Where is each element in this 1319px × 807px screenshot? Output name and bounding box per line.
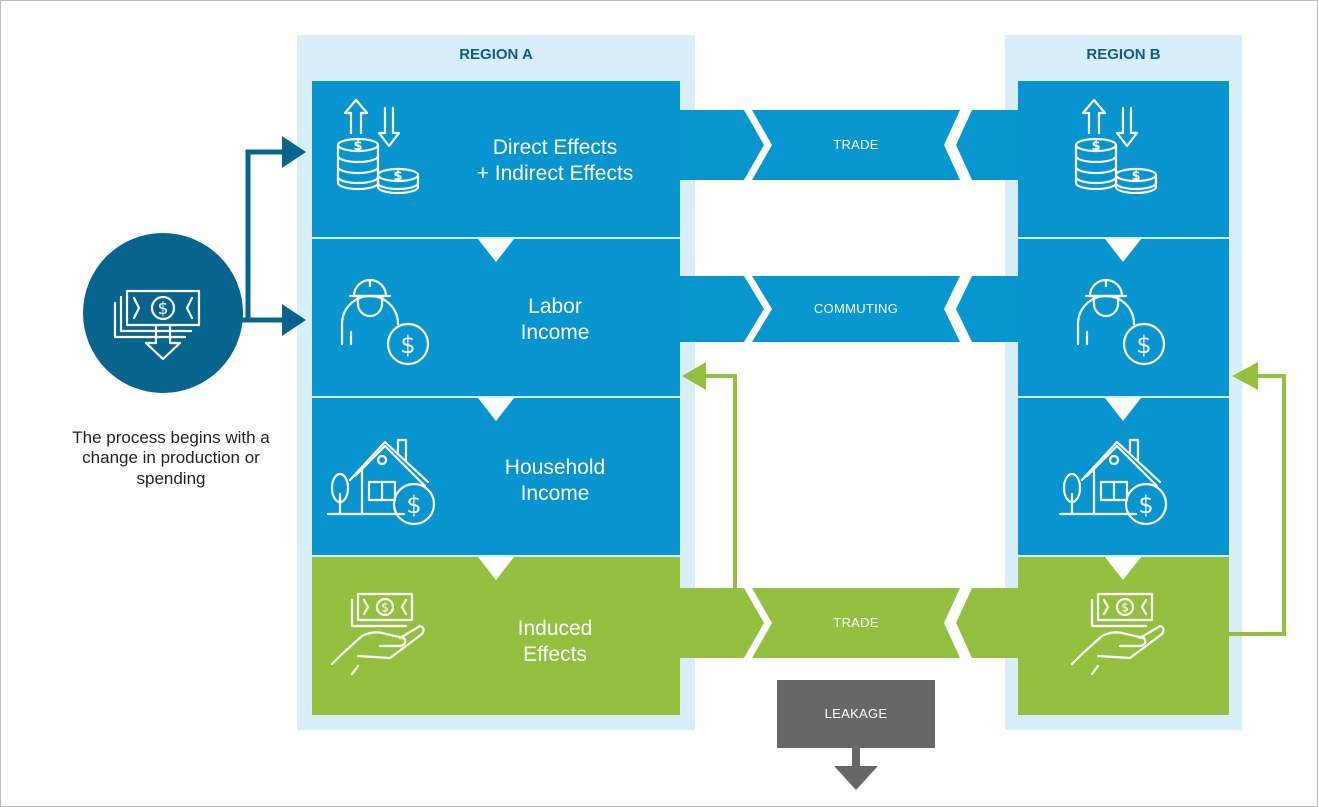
flow-down-arrow bbox=[1105, 239, 1141, 262]
flow-down-arrow bbox=[478, 239, 514, 262]
flow-down-arrow bbox=[478, 557, 514, 580]
start-description: The process begins with a change in prod… bbox=[72, 428, 270, 488]
leakage-label: LEAKAGE bbox=[824, 706, 888, 721]
trade-bottom-right-chevron bbox=[956, 588, 1018, 658]
region-a-title: REGION A bbox=[459, 46, 533, 63]
labor-income-label: Labor Income bbox=[460, 294, 650, 345]
household-income-line2: Income bbox=[520, 481, 590, 505]
labor-income-line1: Labor bbox=[528, 295, 582, 318]
leakage-box bbox=[777, 680, 935, 748]
induced-effects-line2: Effects bbox=[523, 642, 587, 666]
induced-effects-line1: Induced bbox=[517, 617, 593, 640]
region-b-title: REGION B bbox=[1086, 46, 1161, 63]
leakage-arrow-shaft bbox=[852, 748, 860, 768]
commuting-left-chevron bbox=[680, 276, 764, 342]
region-b-labor-box bbox=[1018, 239, 1229, 396]
region-b-household-box bbox=[1018, 398, 1229, 555]
trade-bottom-left-chevron bbox=[680, 588, 764, 658]
direct-effects-line1: Direct Effects bbox=[492, 136, 618, 159]
feedback-arrowhead-a bbox=[682, 362, 706, 390]
direct-effects-line2: + Indirect Effects bbox=[476, 161, 634, 185]
feedback-arrowhead-b bbox=[1232, 362, 1258, 390]
region-a-induced-box bbox=[312, 557, 680, 715]
trade-bottom-label: TRADE bbox=[833, 615, 879, 630]
leakage-arrowhead bbox=[834, 766, 878, 790]
region-a-labor-box bbox=[312, 239, 680, 396]
region-b-induced-box bbox=[1018, 557, 1229, 715]
commuting-label: COMMUTING bbox=[813, 301, 899, 316]
start-arrowhead-top bbox=[282, 136, 306, 168]
trade-top-connector bbox=[752, 110, 960, 180]
commuting-right-chevron bbox=[956, 276, 1018, 342]
flow-down-arrow bbox=[478, 398, 514, 421]
region-b-direct-box bbox=[1018, 81, 1229, 237]
region-a-household-box bbox=[312, 398, 680, 555]
feedback-arrow-a bbox=[704, 374, 737, 588]
trade-bottom-connector bbox=[752, 588, 960, 658]
household-income-line1: Household bbox=[504, 456, 606, 479]
feedback-arrow-b bbox=[1229, 374, 1286, 636]
labor-income-line2: Income bbox=[520, 320, 590, 344]
trade-top-label: TRADE bbox=[833, 137, 879, 152]
trade-top-left-chevron bbox=[680, 110, 764, 180]
start-arrowhead-bottom bbox=[282, 304, 306, 336]
commuting-connector bbox=[752, 276, 960, 342]
household-income-label: Household Income bbox=[460, 455, 650, 506]
flow-down-arrow bbox=[1105, 398, 1141, 421]
flow-down-arrow bbox=[1105, 557, 1141, 580]
induced-effects-label: Induced Effects bbox=[460, 616, 650, 667]
direct-effects-label: Direct Effects + Indirect Effects bbox=[430, 135, 680, 186]
trade-top-right-chevron bbox=[956, 110, 1018, 180]
